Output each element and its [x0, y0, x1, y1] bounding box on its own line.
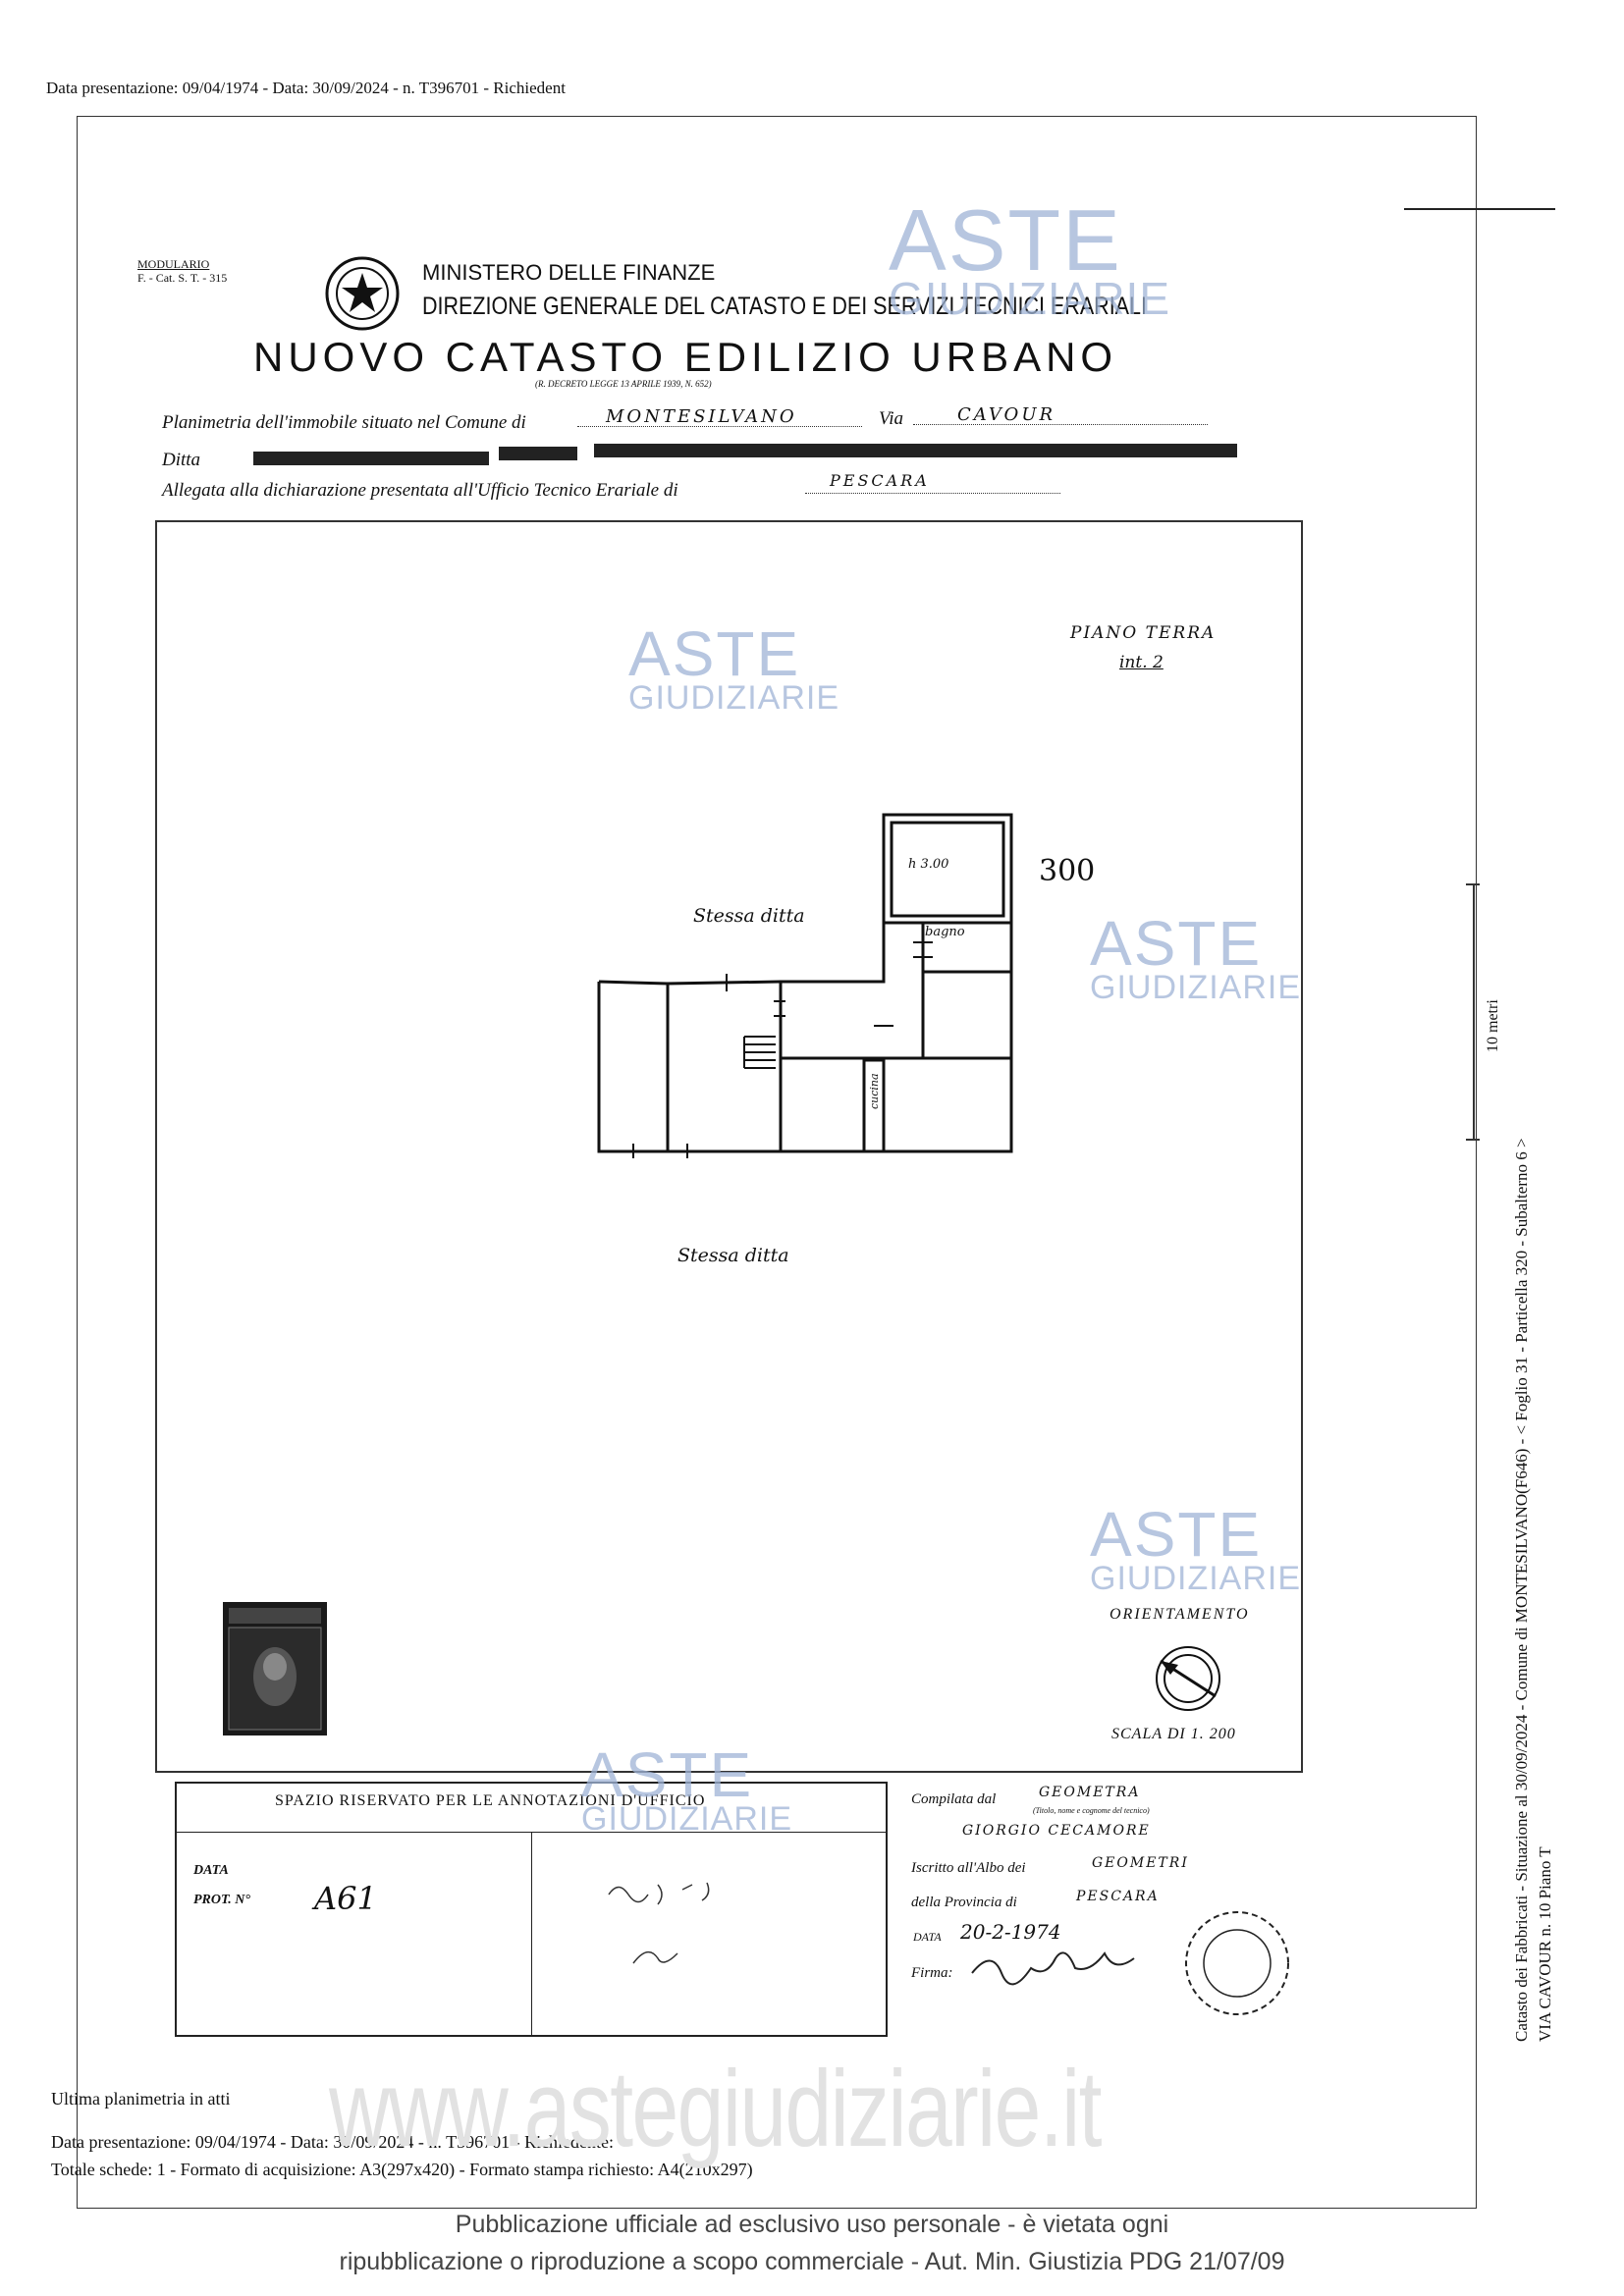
watermark-logo: ASTE GIUDIZIARIE — [889, 191, 1171, 325]
ufficio-value: PESCARA — [830, 471, 930, 490]
planimetria-label: Planimetria dell'immobile situato nel Co… — [162, 412, 526, 433]
floor-plan — [597, 813, 1013, 1158]
spazio-title: SPAZIO RISERVATO PER LE ANNOTAZIONI D'UF… — [275, 1792, 706, 1809]
compilata-label: Compilata dal — [911, 1791, 997, 1807]
footer-line-2: Totale schede: 1 - Formato di acquisizio… — [51, 2160, 753, 2179]
scala-label: SCALA DI 1. 200 — [1111, 1726, 1236, 1742]
modulario: MODULARIO F. - Cat. S. T. - 315 — [137, 257, 228, 285]
scale-bar — [1473, 883, 1475, 1139]
plan-floor: PIANO TERRA — [1070, 623, 1217, 643]
emblem-icon — [325, 256, 400, 331]
watermark-logo: ASTE GIUDIZIARIE — [1090, 1499, 1302, 1597]
via-line: VIA CAVOUR n. 10 Piano T — [1536, 1846, 1554, 2042]
catasto-line: Catasto dei Fabbricati - Situazione al 3… — [1512, 1138, 1531, 2042]
compilata-name: GIORGIO CECAMORE — [962, 1823, 1151, 1839]
allegata-label: Allegata alla dichiarazione presentata a… — [162, 480, 678, 501]
header-line: Data presentazione: 09/04/1974 - Data: 3… — [46, 79, 566, 97]
publication-line-1: Pubblicazione ufficiale ad esclusivo uso… — [455, 2211, 1169, 2238]
watermark-logo: ASTE GIUDIZIARIE — [581, 1739, 793, 1838]
office-box — [175, 1782, 888, 2037]
decree: (R. DECRETO LEGGE 13 APRILE 1939, N. 652… — [535, 379, 712, 389]
website-watermark: www.astegiudiziarie.it — [329, 2049, 1102, 2169]
name-hint: (Titolo, nome e cognome del tecnico) — [1033, 1806, 1150, 1815]
iscritto-value: GEOMETRI — [1092, 1855, 1189, 1871]
compilata-data-label: DATA — [913, 1930, 942, 1944]
data-label: DATA — [193, 1863, 229, 1878]
signature — [971, 1951, 1135, 1986]
handwritten-notes — [608, 1882, 710, 1964]
iscritto-label: Iscritto all'Albo dei — [911, 1860, 1026, 1876]
plan-number: 300 — [1039, 854, 1096, 888]
page-frame — [77, 116, 1477, 2209]
footer-line-1: Data presentazione: 09/04/1974 - Data: 3… — [51, 2132, 615, 2152]
bagno-label: bagno — [925, 925, 965, 939]
plan-frame — [155, 520, 1303, 1773]
redaction-bar — [594, 444, 1237, 457]
ministry: MINISTERO DELLE FINANZE — [422, 260, 716, 285]
comune-value: MONTESILVANO — [606, 406, 797, 427]
orientamento-label: ORIENTAMENTO — [1110, 1606, 1250, 1623]
ultima-label: Ultima planimetria in atti — [51, 2089, 231, 2109]
provincia-label: della Provincia di — [911, 1895, 1017, 1910]
ditta-label: Ditta — [162, 450, 201, 470]
stessa-ditta-2: Stessa ditta — [677, 1245, 789, 1266]
direction: DIREZIONE GENERALE DEL CATASTO E DEI SER… — [422, 293, 1147, 320]
watermark-logo: ASTE GIUDIZIARIE — [628, 618, 840, 717]
compilata-title: GEOMETRA — [1039, 1785, 1141, 1800]
frame-rule — [1404, 208, 1555, 210]
room-height: h 3.00 — [908, 857, 949, 872]
compilata-data-value: 20-2-1974 — [960, 1920, 1061, 1944]
watermark-logo: ASTE GIUDIZIARIE — [1090, 908, 1302, 1006]
provincia-value: PESCARA — [1076, 1889, 1160, 1904]
stamp-seal-icon — [1185, 1911, 1289, 2015]
redaction-bar — [499, 447, 577, 460]
firma-label: Firma: — [911, 1965, 953, 1981]
compass-icon — [1156, 1646, 1220, 1711]
revenue-stamp-icon — [223, 1602, 327, 1735]
prot-value: A61 — [314, 1880, 377, 1917]
via-value: CAVOUR — [957, 404, 1056, 425]
stessa-ditta-1: Stessa ditta — [693, 905, 805, 927]
redaction-bar — [253, 452, 489, 465]
form-title: NUOVO CATASTO EDILIZIO URBANO — [253, 334, 1118, 380]
plan-unit: int. 2 — [1119, 653, 1164, 672]
cucina-label: cucina — [868, 1073, 881, 1109]
prot-label: PROT. N° — [193, 1893, 250, 1907]
scale-label: 10 metri — [1485, 999, 1501, 1052]
via-label: Via — [879, 408, 903, 429]
publication-line-2: ripubblicazione o riproduzione a scopo c… — [339, 2248, 1285, 2275]
